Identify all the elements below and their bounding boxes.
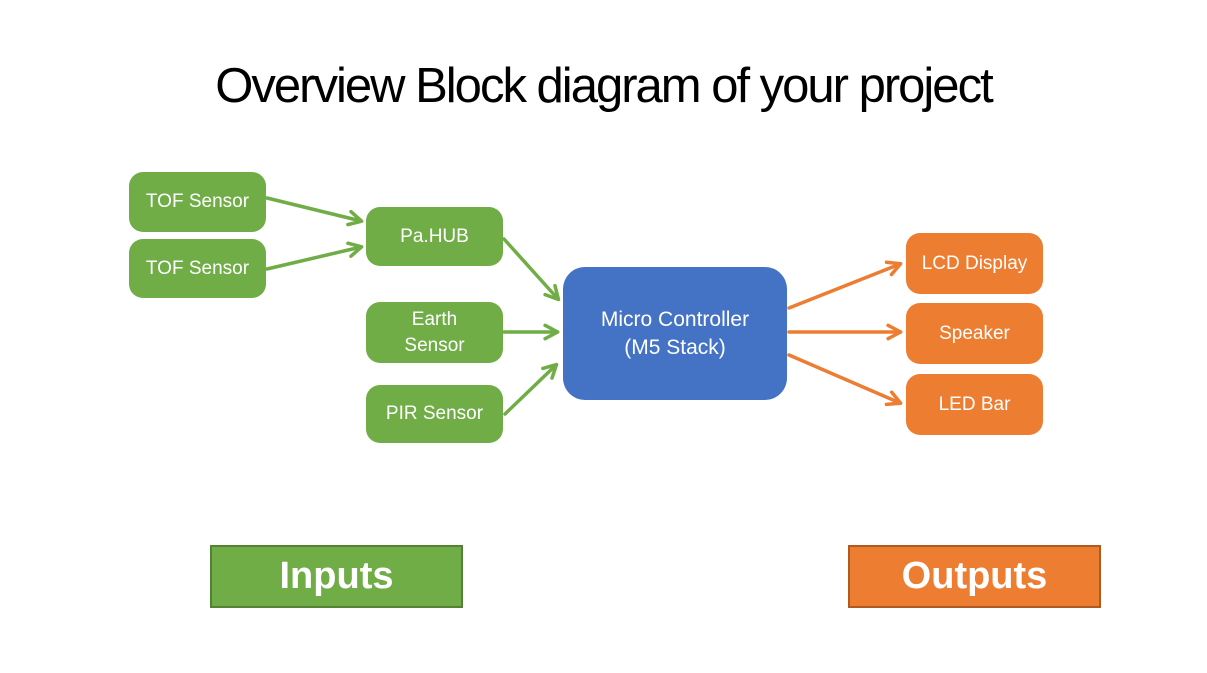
outputs-legend-badge: Outputs (848, 545, 1101, 608)
node-label: LED Bar (938, 393, 1011, 415)
node-pa-hub: Pa.HUB (366, 207, 503, 266)
edge-micro-controller-to-lcd-display (787, 260, 903, 310)
edge-pir-sensor-to-micro-controller (503, 362, 559, 416)
node-pir-sensor: PIR Sensor (366, 385, 503, 443)
edge-tof-sensor-2-to-pa-hub (265, 241, 364, 271)
node-label: Earth Sensor (404, 309, 465, 356)
node-label: TOF Sensor (145, 191, 250, 213)
edge-pa-hub-to-micro-controller (502, 237, 561, 302)
edge-tof-sensor-1-to-pa-hub (265, 196, 364, 227)
node-label: TOF Sensor (145, 257, 250, 279)
outputs-legend-label: Outputs (901, 555, 1048, 597)
node-label: Speaker (939, 322, 1010, 344)
node-label: PIR Sensor (385, 403, 484, 425)
node-micro-controller: Micro Controller (M5 Stack) (563, 267, 787, 400)
node-label: Pa.HUB (400, 225, 469, 247)
node-label: LCD Display (921, 252, 1028, 274)
node-tof-sensor-2: TOF Sensor (129, 239, 266, 298)
node-speaker: Speaker (906, 303, 1043, 364)
node-lcd-display: LCD Display (906, 233, 1043, 294)
inputs-legend-badge: Inputs (210, 545, 463, 608)
inputs-legend-label: Inputs (279, 555, 394, 597)
node-label: Micro Controller (M5 Stack) (600, 307, 750, 359)
node-tof-sensor-1: TOF Sensor (129, 172, 266, 232)
node-earth-sensor: Earth Sensor (366, 302, 503, 363)
edge-micro-controller-to-led-bar (787, 353, 903, 407)
slide-title: Overview Block diagram of your project (215, 59, 993, 113)
node-led-bar: LED Bar (906, 374, 1043, 435)
